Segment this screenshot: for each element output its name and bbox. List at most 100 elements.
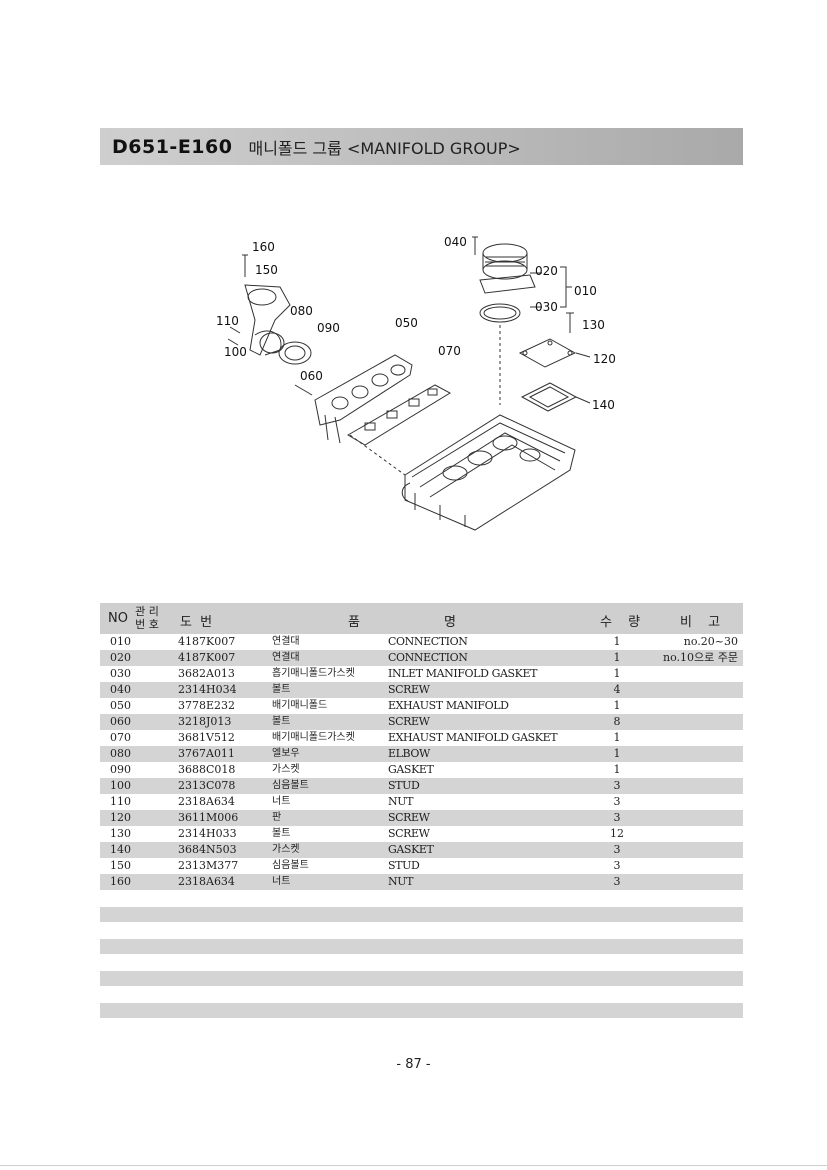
cylinder-head-drawing [401, 414, 576, 531]
cell-part-number: 3681V512 [178, 731, 235, 744]
header-part-number: 도 번 [180, 615, 215, 630]
cell-part-number: 3218J013 [178, 715, 232, 728]
cell-no: 060 [110, 715, 131, 728]
exploded-parts-diagram: 160 150 040 020 010 030 130 080 110 090 … [200, 225, 630, 535]
header-note: 비 고 [680, 615, 727, 630]
cell-no: 140 [110, 843, 131, 856]
empty-table-row [100, 907, 743, 922]
table-row: 100 2313C078 심음볼트 STUD 3 [100, 778, 743, 794]
callout-070: 070 [438, 344, 461, 358]
table-row: 070 3681V512 배기매니폴드가스켓 EXHAUST MANIFOLD … [100, 730, 743, 746]
page-number: - 87 - [396, 1057, 431, 1072]
callout-110: 110 [216, 314, 239, 328]
cell-part-number: 2318A634 [178, 875, 235, 888]
cell-korean-name: 볼트 [272, 684, 291, 695]
cell-english-name: GASKET [388, 843, 434, 856]
table-row: 040 2314H034 볼트 SCREW 4 [100, 682, 743, 698]
table-row: 020 4187K007 연결대 CONNECTION 1 no.10으로 주문 [100, 650, 743, 666]
cell-korean-name: 배기매니폴드 [272, 700, 328, 711]
cell-no: 020 [110, 651, 131, 664]
cover-plate-drawing [518, 338, 577, 368]
cell-english-name: CONNECTION [388, 635, 468, 648]
cell-note: no.20~30 [683, 635, 738, 648]
callout-020: 020 [535, 264, 558, 278]
cell-english-name: CONNECTION [388, 651, 468, 664]
callout-100: 100 [224, 345, 247, 359]
table-row: 110 2318A634 너트 NUT 3 [100, 794, 743, 810]
header-management-bottom: 번 호 [135, 618, 159, 631]
cell-korean-name: 너트 [272, 876, 291, 887]
cell-english-name: SCREW [388, 827, 430, 840]
table-row: 160 2318A634 너트 NUT 3 [100, 874, 743, 890]
cell-no: 070 [110, 731, 131, 744]
cell-quantity: 4 [613, 683, 621, 696]
header-quantity: 수 량 [600, 615, 647, 630]
callout-090: 090 [317, 321, 340, 335]
cell-note: no.10으로 주문 [663, 651, 738, 664]
table-row: 150 2313M377 심음볼트 STUD 3 [100, 858, 743, 874]
cell-part-number: 3684N503 [178, 843, 237, 856]
cell-part-number: 4187K007 [178, 635, 236, 648]
cell-english-name: SCREW [388, 715, 430, 728]
cell-no: 150 [110, 859, 131, 872]
callout-060: 060 [300, 369, 323, 383]
cell-no: 050 [110, 699, 131, 712]
cell-part-number: 2313M377 [178, 859, 239, 872]
cell-quantity: 3 [613, 811, 621, 824]
header-management-number: 관 리 번 호 [135, 605, 159, 631]
cell-no: 030 [110, 667, 131, 680]
table-row: 050 3778E232 배기매니폴드 EXHAUST MANIFOLD 1 [100, 698, 743, 714]
cell-quantity: 3 [613, 779, 621, 792]
cell-english-name: NUT [388, 795, 414, 808]
callout-030: 030 [535, 300, 558, 314]
table-row: 120 3611M006 판 SCREW 3 [100, 810, 743, 826]
cell-no: 130 [110, 827, 131, 840]
exhaust-gasket-drawing [347, 384, 452, 446]
cell-quantity: 8 [613, 715, 621, 728]
elbow-drawing [244, 284, 291, 356]
header-management-top: 관 리 [135, 605, 159, 618]
callout-040: 040 [444, 235, 467, 249]
callout-160: 160 [252, 240, 275, 254]
cell-korean-name: 연결대 [272, 636, 300, 647]
cell-no: 110 [110, 795, 131, 808]
cell-part-number: 2318A634 [178, 795, 235, 808]
callout-120: 120 [593, 352, 616, 366]
header-name-left: 품 [348, 615, 360, 630]
cell-english-name: ELBOW [388, 747, 430, 760]
empty-table-row [100, 1003, 743, 1018]
exhaust-manifold-drawing [314, 354, 413, 444]
cell-quantity: 12 [610, 827, 624, 840]
cell-part-number: 2313C078 [178, 779, 236, 792]
cell-no: 040 [110, 683, 131, 696]
cell-korean-name: 엘보우 [272, 748, 300, 759]
cell-quantity: 3 [613, 843, 621, 856]
cell-korean-name: 배기매니폴드가스켓 [272, 732, 355, 743]
cell-part-number: 3682A013 [178, 667, 235, 680]
cell-english-name: SCREW [388, 811, 430, 824]
cell-quantity: 3 [613, 859, 621, 872]
empty-table-row [100, 939, 743, 954]
cell-no: 090 [110, 763, 131, 776]
group-title: 매니폴드 그룹 <MANIFOLD GROUP> [248, 138, 521, 158]
cell-quantity: 1 [613, 747, 621, 760]
cell-english-name: GASKET [388, 763, 434, 776]
header-name-right: 명 [444, 615, 456, 630]
cell-english-name: INLET MANIFOLD GASKET [388, 667, 538, 680]
callout-130: 130 [582, 318, 605, 332]
cell-quantity: 1 [613, 699, 621, 712]
cell-quantity: 3 [613, 795, 621, 808]
cell-no: 010 [110, 635, 131, 648]
cell-korean-name: 가스켓 [272, 764, 300, 775]
cell-no: 100 [110, 779, 131, 792]
cell-korean-name: 심음볼트 [272, 860, 309, 871]
section-header: D651-E160 매니폴드 그룹 <MANIFOLD GROUP> [100, 128, 743, 165]
empty-table-row [100, 971, 743, 986]
cell-no: 160 [110, 875, 131, 888]
callout-080: 080 [290, 304, 313, 318]
table-row: 080 3767A011 엘보우 ELBOW 1 [100, 746, 743, 762]
cell-part-number: 3778E232 [178, 699, 236, 712]
elbow-gasket-drawing [278, 341, 312, 365]
cell-korean-name: 심음볼트 [272, 780, 309, 791]
cell-english-name: NUT [388, 875, 414, 888]
